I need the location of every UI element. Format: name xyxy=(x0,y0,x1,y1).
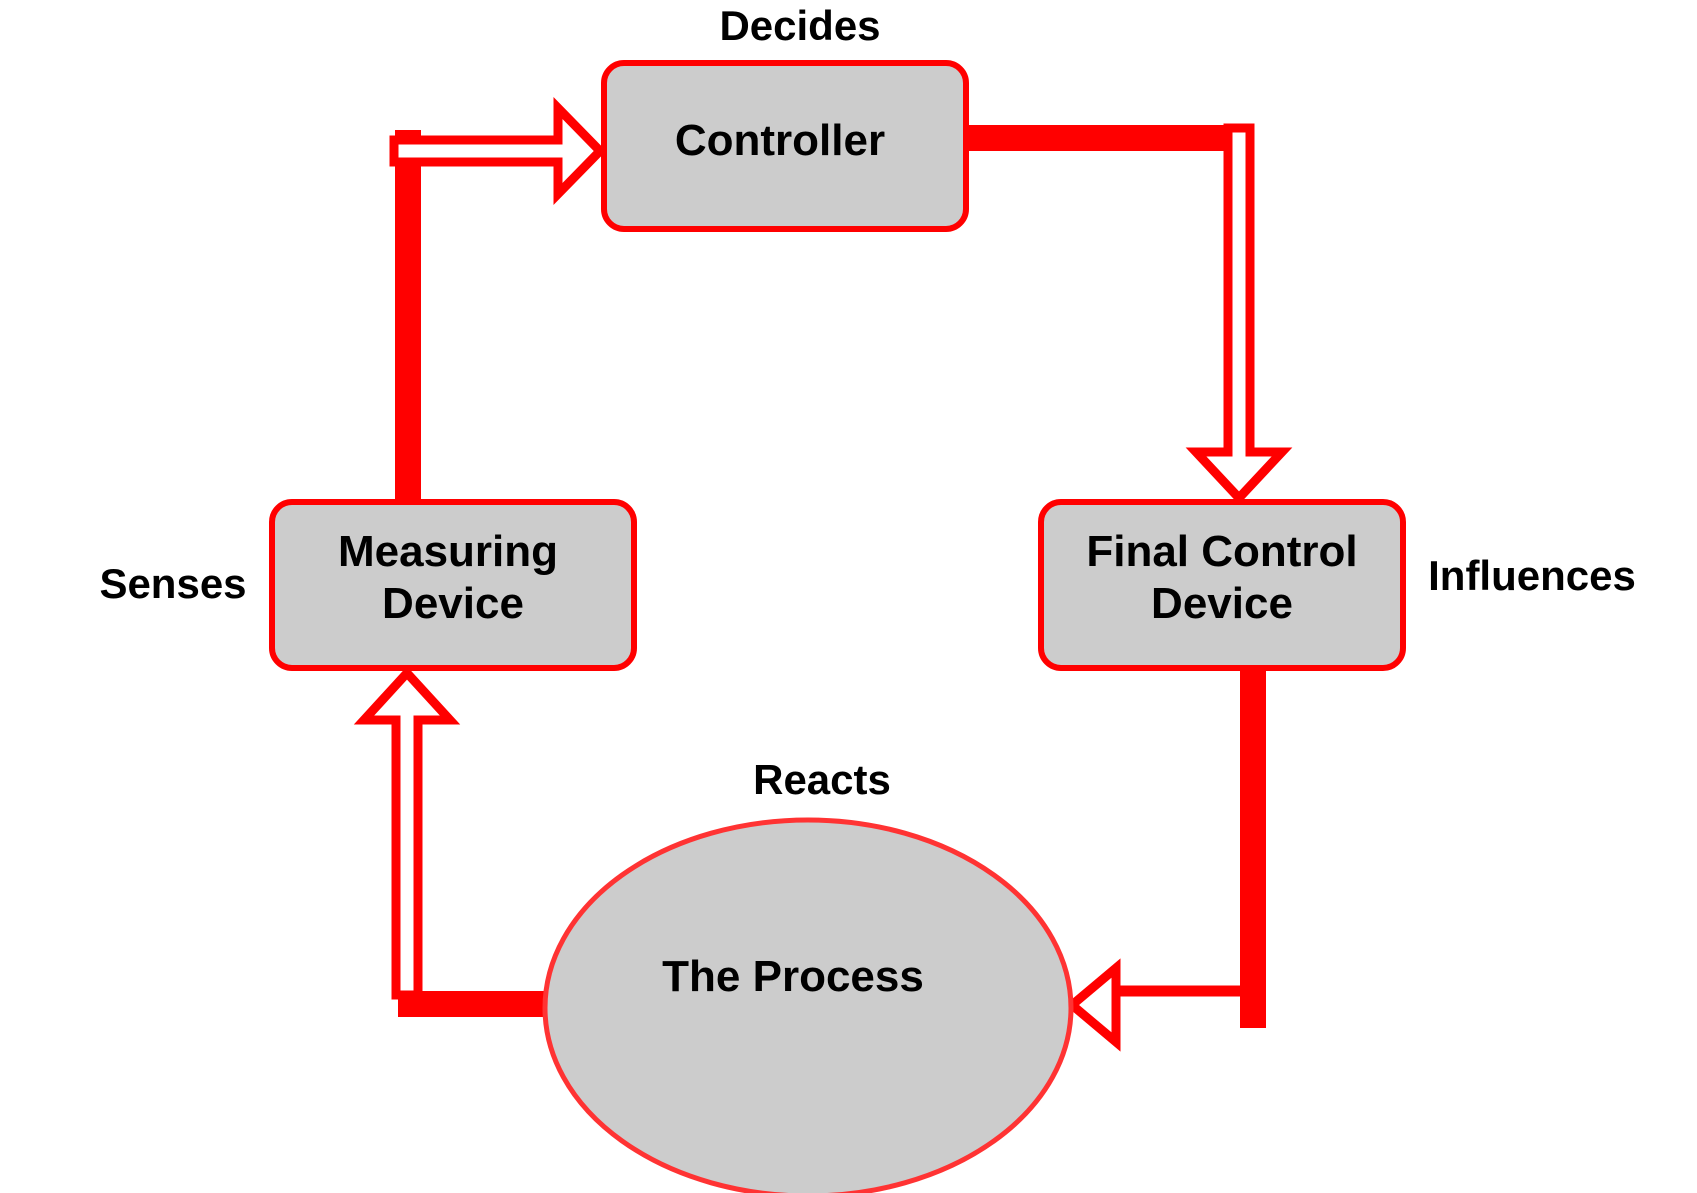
process-node: The Process xyxy=(542,817,1074,1193)
senses-label: Senses xyxy=(99,560,246,607)
process-label: The Process xyxy=(662,952,924,1001)
controller-label: Controller xyxy=(675,116,885,165)
controller-node: Controller xyxy=(601,60,969,232)
final-control-device-label-line2: Device xyxy=(1151,579,1293,628)
measuring-device-label-line2: Device xyxy=(382,579,524,628)
arrow-to-measuring-icon xyxy=(353,666,461,1000)
decides-label: Decides xyxy=(719,2,880,49)
hollow-arrows xyxy=(353,96,1293,1052)
measuring-device-label-line1: Measuring xyxy=(338,527,558,576)
controller-box xyxy=(601,60,969,232)
final-control-device-label-line1: Final Control xyxy=(1086,527,1357,576)
arrow-to-controller-icon xyxy=(389,96,607,206)
measuring-device-node: Measuring Device xyxy=(269,499,637,671)
measuring-device-box xyxy=(269,499,637,671)
final-control-device-box xyxy=(1038,499,1406,671)
connectors xyxy=(395,125,1266,1028)
influences-label: Influences xyxy=(1428,552,1636,599)
process-ellipse xyxy=(542,817,1074,1193)
final-control-device-node: Final Control Device xyxy=(1038,499,1406,671)
arrow-to-final-control-icon xyxy=(1185,123,1293,505)
reacts-label: Reacts xyxy=(753,756,891,803)
arrow-to-process-icon xyxy=(1065,958,1245,1052)
